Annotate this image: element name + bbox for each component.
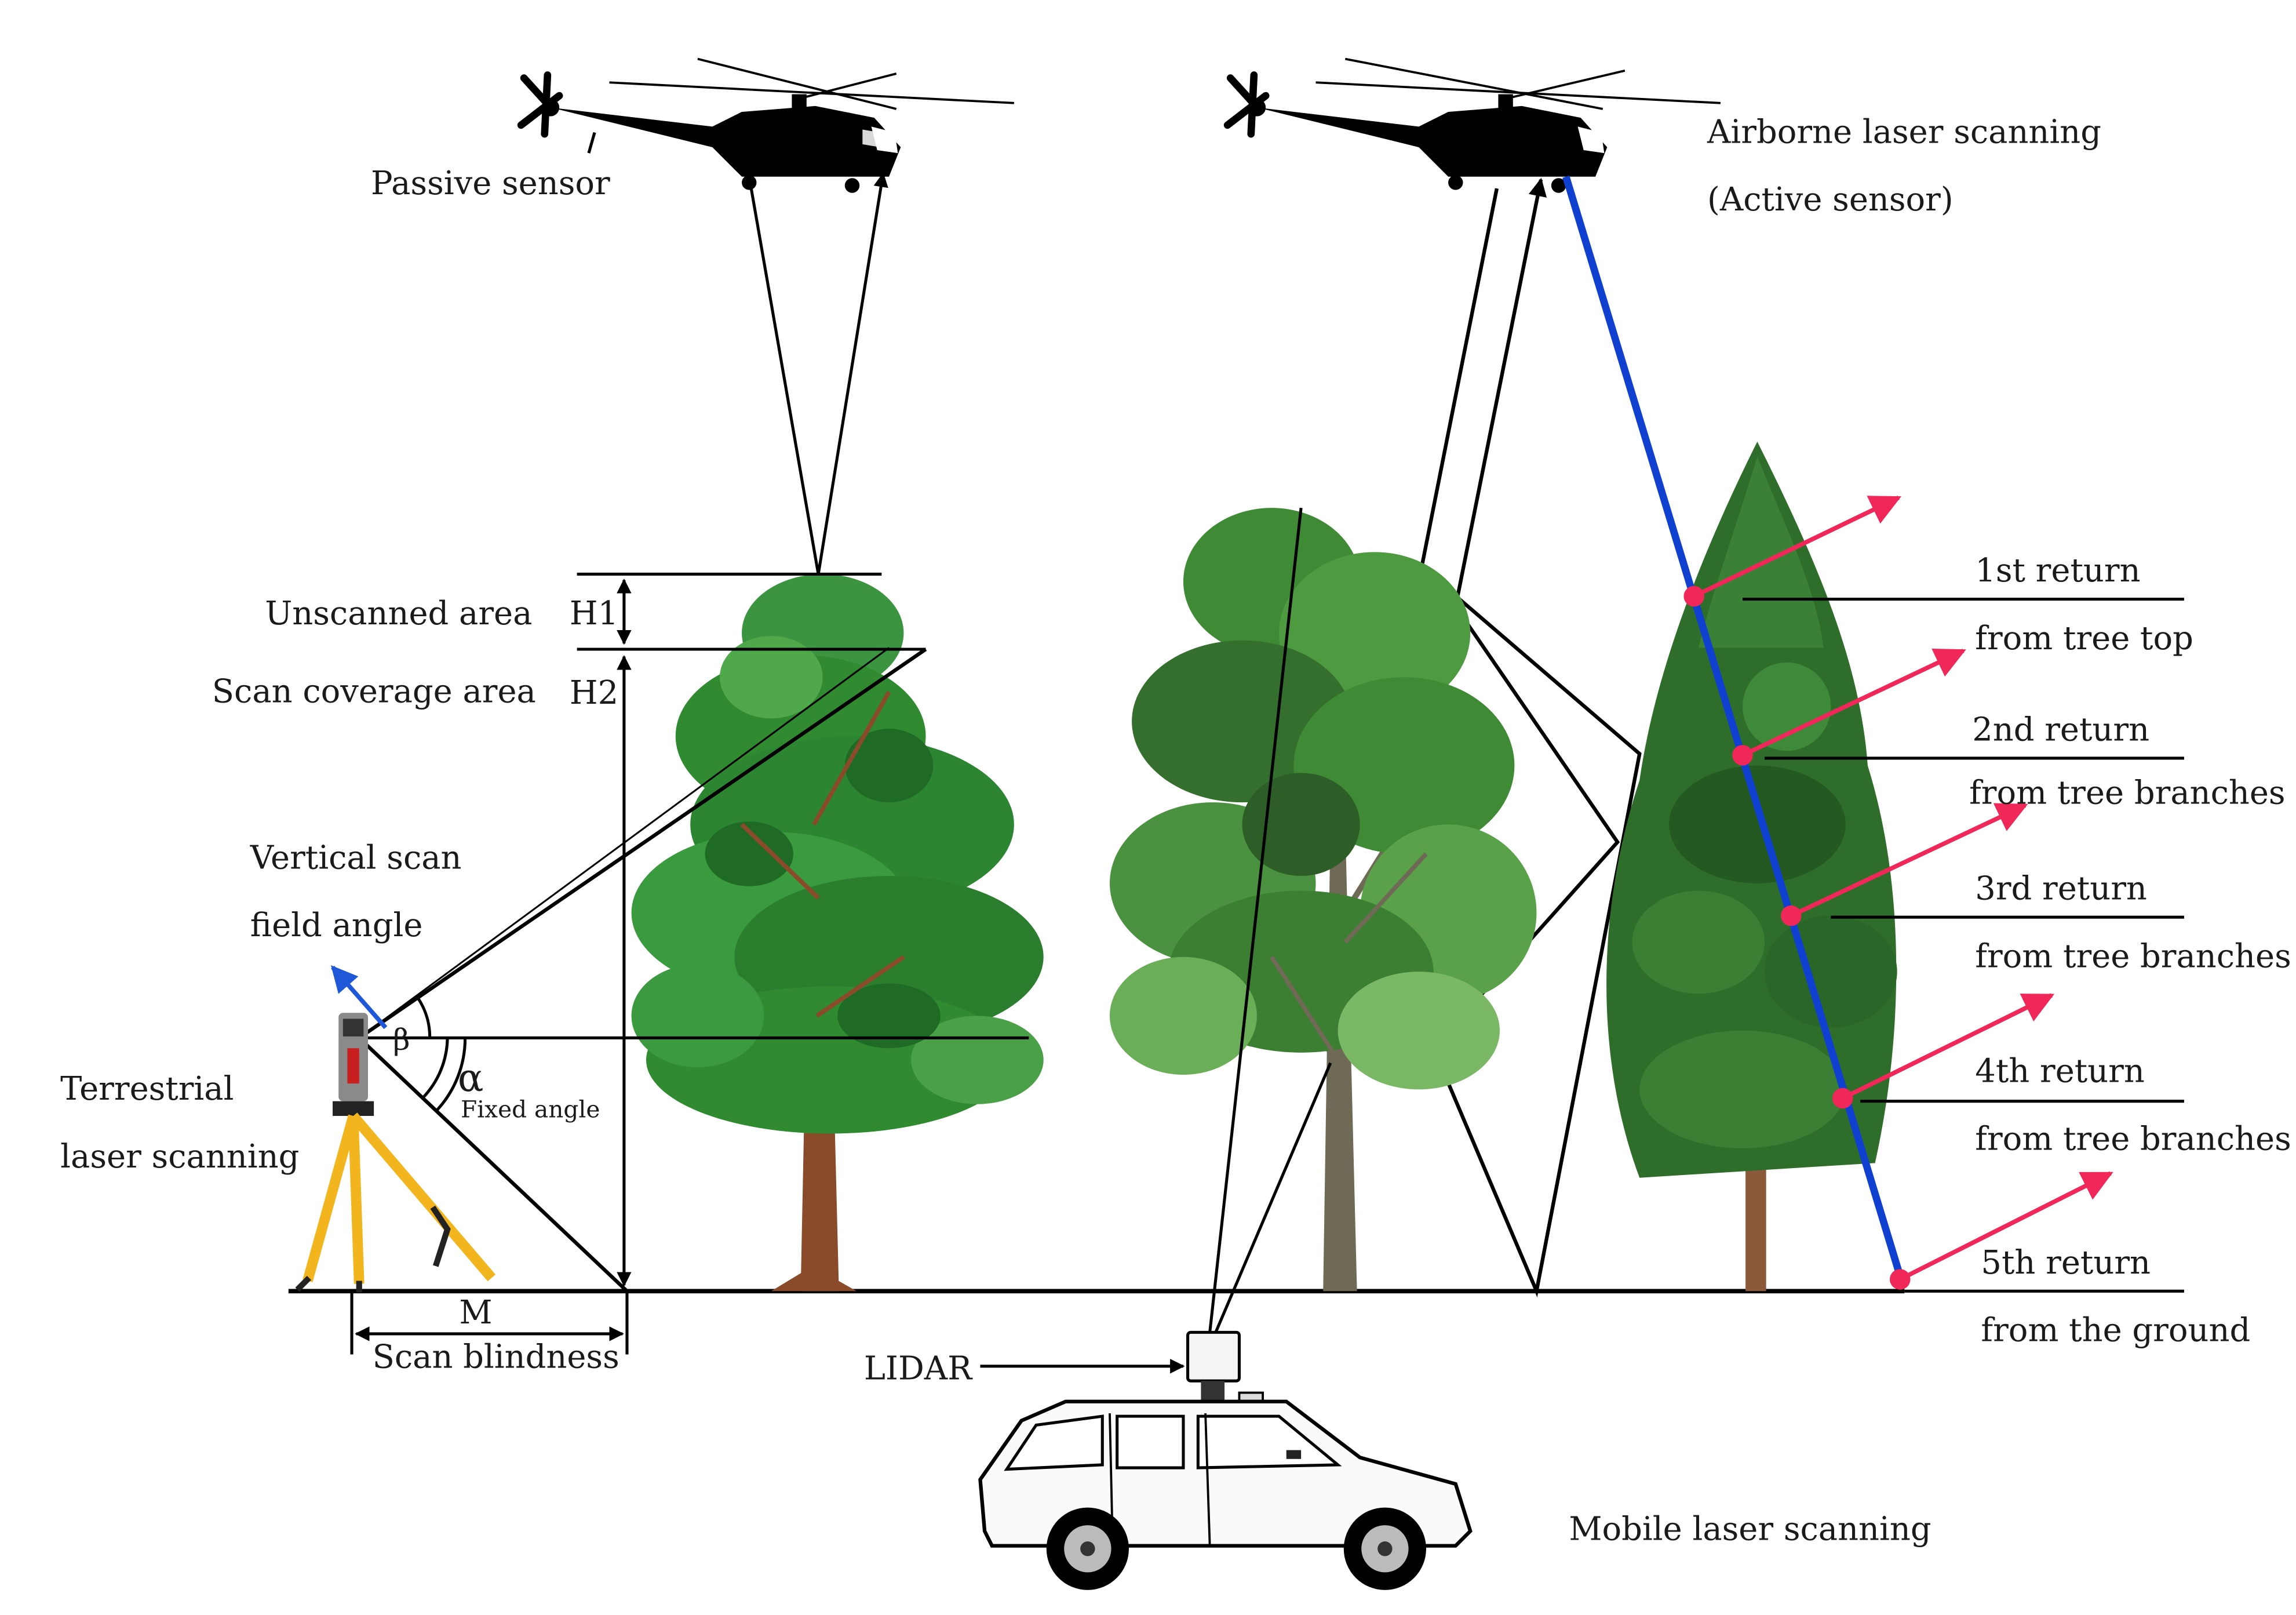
tree-broadleaf-icon (631, 574, 1044, 1292)
helicopter-passive-icon (517, 57, 1014, 193)
passive-cone-right (817, 172, 888, 574)
label-h2: H2 (570, 674, 618, 712)
tree-conifer-icon (1606, 441, 1897, 1292)
terrestrial-scanner-icon (295, 1013, 496, 1293)
scan-ray-oblique (358, 647, 890, 1039)
return-2-marker (1732, 648, 2184, 766)
alpha-arc (421, 1038, 449, 1100)
label-vertical-scan-1: Vertical scan (250, 839, 462, 876)
return-3-subtitle: from tree branches (1975, 938, 2291, 976)
label-alpha: α (458, 1056, 484, 1100)
label-airborne-subtitle: (Active sensor) (1707, 181, 1954, 219)
scan-ray-lower (358, 1036, 629, 1293)
mobile-vehicle-icon (978, 1330, 1473, 1590)
return-markers (1683, 495, 2184, 1293)
label-vertical-scan-2: field angle (250, 907, 423, 944)
scan-direction-arrow (331, 965, 388, 1030)
label-terrestrial-1: Terrestrial (60, 1070, 234, 1108)
mobile-beam-2 (1214, 1062, 1332, 1333)
alpha-arc-2 (434, 1038, 467, 1113)
return-4-subtitle: from tree branches (1975, 1120, 2291, 1158)
return-5-subtitle: from the ground (1981, 1312, 2250, 1350)
label-beta: β (393, 1023, 410, 1057)
beta-arc (417, 997, 432, 1038)
scan-ray-upper (358, 648, 927, 1040)
return-3-title: 3rd return (1975, 870, 2147, 908)
return-4-title: 4th return (1975, 1053, 2145, 1090)
return-5-title: 5th return (1981, 1244, 2151, 1282)
label-mobile: Mobile laser scanning (1569, 1510, 1931, 1548)
mobile-beam-1 (1208, 507, 1303, 1333)
return-5-marker (1889, 1171, 2184, 1293)
label-passive-sensor: Passive sensor (371, 165, 610, 202)
return-3-marker (1781, 803, 2184, 926)
label-scan-coverage-area: Scan coverage area (212, 672, 536, 710)
label-lidar: LIDAR (864, 1350, 973, 1388)
label-m: M (459, 1294, 492, 1332)
helicopter-airborne-icon (1223, 57, 1721, 193)
return-1-marker (1683, 495, 2184, 607)
return-1-subtitle: from tree top (1975, 620, 2193, 657)
label-fixed-angle: Fixed angle (461, 1096, 600, 1123)
label-h1: H1 (570, 595, 618, 632)
passive-cone-left (748, 176, 820, 574)
label-terrestrial-2: laser scanning (60, 1138, 299, 1176)
label-airborne-title: Airborne laser scanning (1707, 113, 2101, 151)
return-4-marker (1832, 993, 2184, 1109)
return-2-title: 2nd return (1972, 711, 2149, 748)
return-1-title: 1st return (1975, 552, 2140, 590)
tree-deciduous-icon (1109, 508, 1537, 1292)
label-unscanned-area: Unscanned area (265, 595, 532, 632)
return-2-subtitle: from tree branches (1969, 774, 2285, 812)
label-scan-blindness: Scan blindness (373, 1338, 619, 1376)
